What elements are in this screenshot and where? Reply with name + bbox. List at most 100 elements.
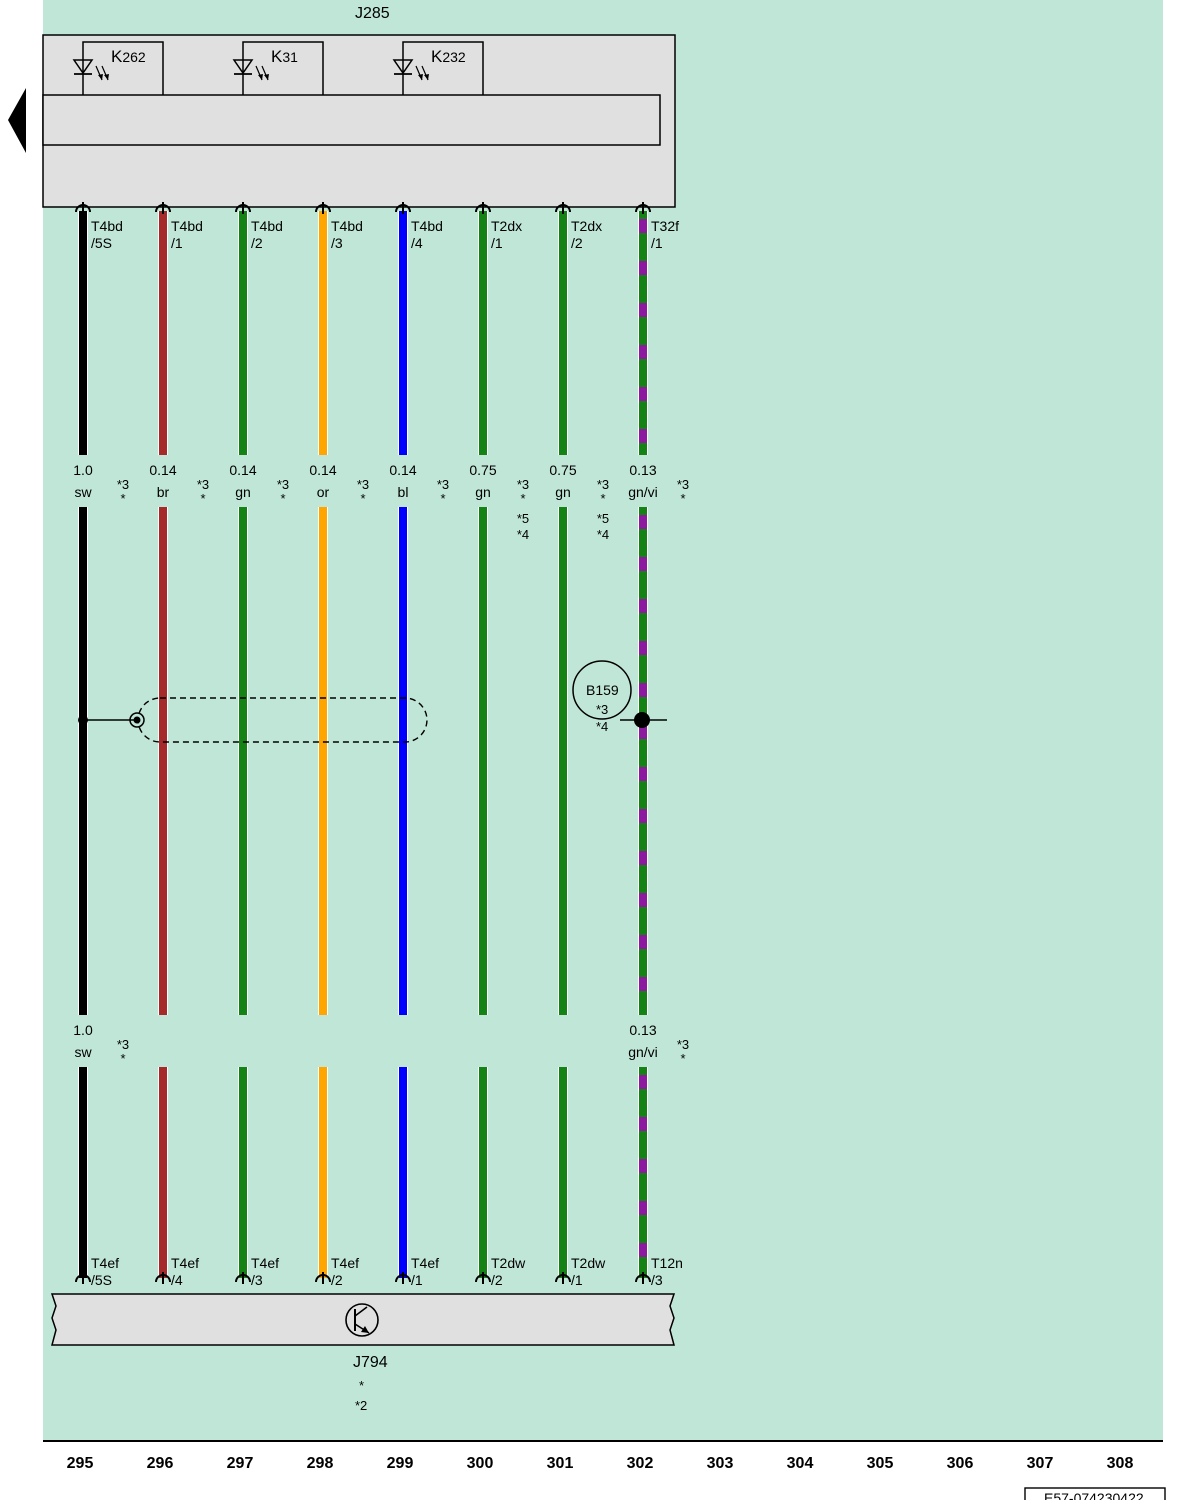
wire-segment	[79, 211, 87, 455]
led-label: K262	[111, 47, 146, 66]
wire-segment	[319, 1067, 327, 1278]
top-pin-label: /1	[651, 235, 663, 251]
bottom-pin-label: /4	[171, 1272, 183, 1288]
top-connector-label: T4bd	[171, 218, 203, 234]
wire-segment	[239, 1067, 247, 1278]
wire-segment	[399, 211, 407, 455]
bottom-component-note: *	[359, 1378, 364, 1393]
top-pin-label: /4	[411, 235, 423, 251]
bottom-connector-label: T2dw	[571, 1255, 606, 1271]
wire-note: *3	[677, 477, 689, 492]
top-pin-label: /3	[331, 235, 343, 251]
ground-point-note: *4	[596, 719, 608, 734]
wire-size: 1.0	[73, 1022, 93, 1038]
wire-segment	[319, 211, 327, 455]
top-component-bus-bar	[42, 94, 661, 146]
continuation-arrow-icon[interactable]	[8, 88, 26, 153]
wire-size: 0.14	[389, 462, 416, 478]
bottom-pin-label: /3	[251, 1272, 263, 1288]
diagram-background	[43, 0, 1163, 1440]
wire-stripe	[639, 1243, 647, 1257]
wire-note: *3	[117, 477, 129, 492]
bottom-pin-label: /1	[411, 1272, 423, 1288]
top-connector-label: T32f	[651, 218, 679, 234]
top-connector-label: T4bd	[331, 218, 363, 234]
wire-size: 0.14	[229, 462, 256, 478]
wire-stripe	[639, 809, 647, 823]
wire-note: *5	[597, 511, 609, 526]
top-connector-label: T2dx	[571, 218, 602, 234]
wire-stripe	[639, 767, 647, 781]
column-number: 307	[1027, 1455, 1054, 1472]
column-number: 304	[787, 1455, 814, 1472]
wire-segment	[399, 1067, 407, 1278]
drawing-id: E57-074230422	[1044, 1490, 1144, 1500]
wire-note: *3	[517, 477, 529, 492]
wire-note: *	[360, 491, 365, 506]
ground-point[interactable]: B159 *3 *4	[572, 660, 667, 734]
wire-note: *	[120, 491, 125, 506]
wire-size: 0.75	[469, 462, 496, 478]
bottom-component-housing	[50, 1293, 676, 1346]
wire-segment	[479, 507, 487, 1015]
led-label: K31	[271, 47, 298, 66]
wire-stripe	[639, 345, 647, 359]
bottom-component-note: *2	[355, 1398, 367, 1413]
wire-segment	[559, 507, 567, 1015]
bottom-connector-label: T2dw	[491, 1255, 526, 1271]
wire-color-code: gn	[475, 484, 491, 500]
wire-segment	[79, 507, 87, 1015]
wire-stripe	[639, 725, 647, 739]
wire-segment	[559, 1067, 567, 1278]
led-label: K232	[431, 47, 466, 66]
shield-terminal	[129, 712, 145, 728]
wire-color-code: br	[157, 484, 170, 500]
wire-stripe	[639, 599, 647, 613]
wire-segment	[479, 1067, 487, 1278]
bottom-connector-label: T4ef	[411, 1255, 439, 1271]
top-pin-label: /5S	[91, 235, 112, 251]
bottom-connector-label: T4ef	[251, 1255, 279, 1271]
wire-segment	[639, 507, 647, 1015]
wire-note: *	[120, 1051, 125, 1066]
wire-note: *4	[597, 527, 609, 542]
wire-segment	[79, 1067, 87, 1278]
wire-segment	[479, 211, 487, 455]
column-number: 303	[707, 1455, 734, 1472]
cable-shield	[78, 697, 428, 743]
wire-color-code: or	[317, 484, 330, 500]
column-number: 298	[307, 1455, 334, 1472]
wire-note: *	[680, 491, 685, 506]
wire-stripe	[639, 219, 647, 233]
wire-stripe	[639, 683, 647, 697]
transistor-symbol-icon	[345, 1303, 379, 1337]
bottom-connector-label: T12n	[651, 1255, 683, 1271]
wire-size: 0.13	[629, 1022, 656, 1038]
wire-stripe	[639, 261, 647, 275]
wire-color-code: gn/vi	[628, 484, 658, 500]
led-icon	[232, 59, 269, 81]
wire-stripe	[639, 515, 647, 529]
wire-segment	[159, 1067, 167, 1278]
led-indicator: K262	[72, 41, 164, 95]
wire-stripe	[639, 1117, 647, 1131]
wire-stripe	[639, 935, 647, 949]
top-connector-label: T4bd	[251, 218, 283, 234]
top-component-label: J285	[355, 5, 390, 22]
led-indicator: K31	[232, 41, 324, 95]
wire-note: *5	[517, 511, 529, 526]
wire-note: *	[280, 491, 285, 506]
wire-size: 1.0	[73, 462, 93, 478]
splice-point	[78, 715, 88, 725]
column-number: 305	[867, 1455, 894, 1472]
wire-note: *3	[677, 1037, 689, 1052]
